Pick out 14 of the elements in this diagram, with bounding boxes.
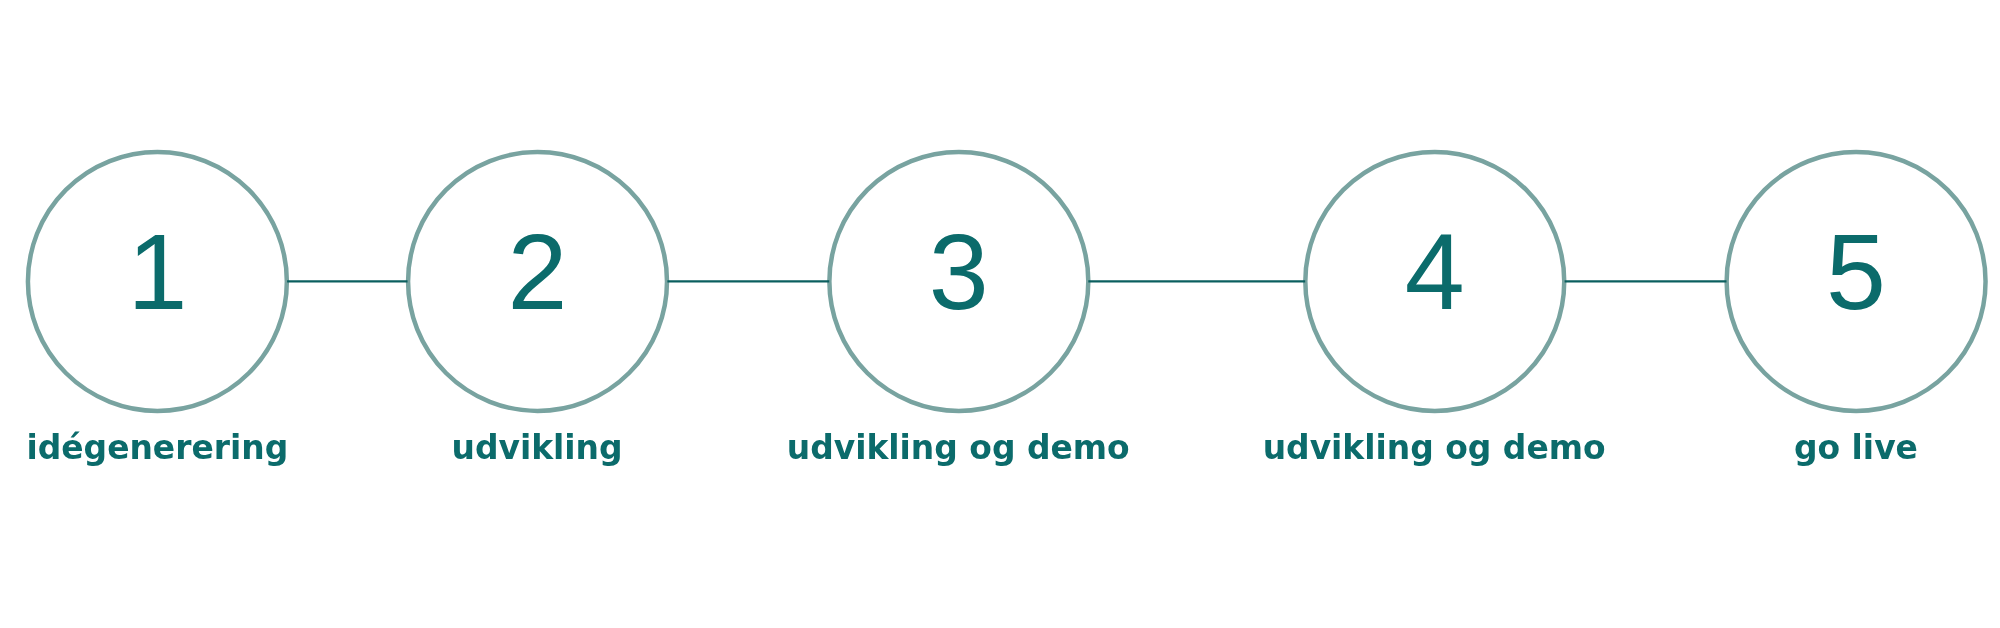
connector (1564, 280, 1727, 283)
node-label: go live (1793, 427, 1918, 467)
node-circle: 3 (827, 149, 1091, 414)
node-circle: 4 (1303, 149, 1567, 414)
connector (1088, 280, 1306, 283)
node-circle: 2 (405, 149, 670, 414)
node-label: idégenerering (26, 427, 289, 467)
node-label: udvikling og demo (1262, 427, 1606, 467)
connector (667, 280, 830, 283)
node-circle: 5 (1724, 149, 1988, 414)
node-label: udvikling (451, 427, 623, 467)
node-circle: 1 (25, 149, 290, 414)
connector (287, 280, 408, 283)
node-label: udvikling og demo (786, 427, 1130, 467)
